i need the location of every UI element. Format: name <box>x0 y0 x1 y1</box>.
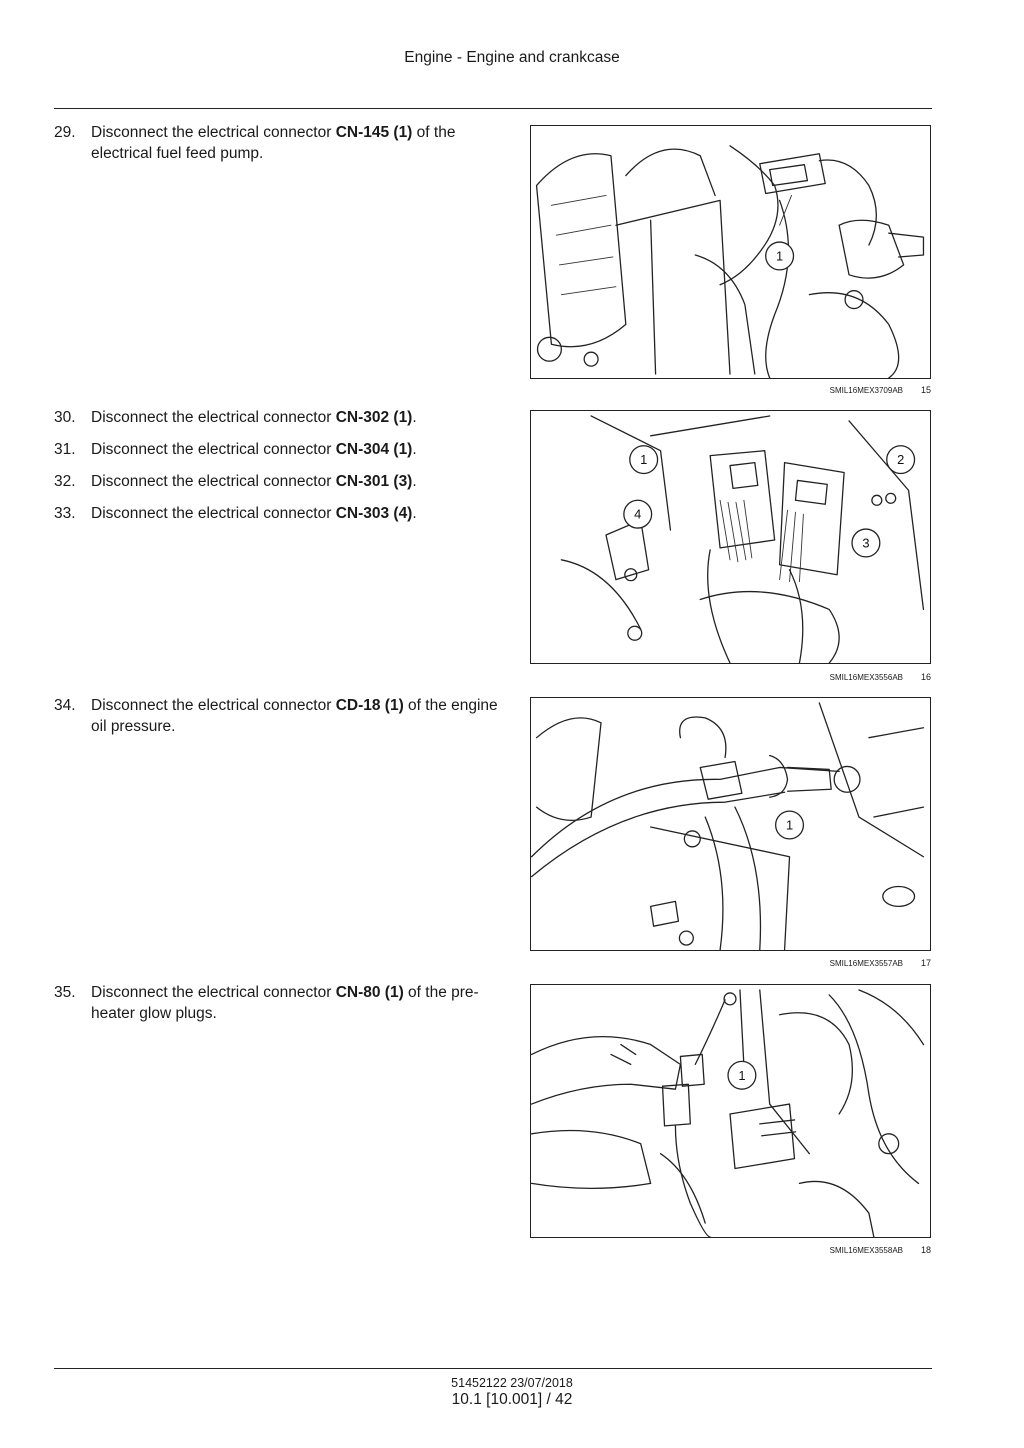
svg-text:1: 1 <box>640 452 647 467</box>
figure-ref-code: SMIL16MEX3558AB <box>829 1246 903 1255</box>
figure-ref-code: SMIL16MEX3556AB <box>829 673 903 682</box>
figure-15-illustration: 1 <box>535 145 925 378</box>
figure-number: 16 <box>920 672 931 682</box>
callout-2: 2 <box>886 445 916 475</box>
connector-code: CN-145 (1) <box>335 124 413 141</box>
figure-17-caption: SMIL16MEX3557AB 17 <box>530 958 931 968</box>
figure-16-ecu-connectors: 1 2 4 3 <box>530 410 931 664</box>
figure-number: 17 <box>920 958 931 968</box>
step-text: Disconnect the electrical connector CN-3… <box>91 441 417 458</box>
callout-4: 4 <box>623 499 653 529</box>
svg-text:1: 1 <box>738 1068 745 1083</box>
header-rule <box>54 108 932 109</box>
step-text: Disconnect the electrical connector CN-3… <box>91 505 417 522</box>
footer-page-number: 10.1 [10.001] / 42 <box>451 1391 573 1408</box>
connector-code: CD-18 (1) <box>335 697 404 714</box>
step-number: 30. <box>54 409 76 426</box>
figure-ref-code: SMIL16MEX3709AB <box>829 386 903 395</box>
step-text: Disconnect the electrical connector CN-3… <box>91 409 417 426</box>
callout-3: 3 <box>851 528 881 558</box>
callout-1: 1 <box>774 810 805 840</box>
figure-16-illustration: 1 2 4 3 <box>560 415 925 663</box>
figure-15-caption: SMIL16MEX3709AB 15 <box>530 385 931 395</box>
footer-rule <box>54 1368 932 1369</box>
step-32: 32. Disconnect the electrical connector … <box>54 471 499 492</box>
figure-18-caption: SMIL16MEX3558AB 18 <box>530 1245 931 1255</box>
figure-17-oil-pressure-connector: 1 <box>530 697 931 951</box>
step-34: 34. Disconnect the electrical connector … <box>54 695 499 737</box>
step-33: 33. Disconnect the electrical connector … <box>54 503 499 524</box>
svg-text:1: 1 <box>776 248 783 263</box>
figure-ref-code: SMIL16MEX3557AB <box>829 959 903 968</box>
step-text: Disconnect the electrical connector CN-1… <box>91 124 456 162</box>
figure-number: 15 <box>920 385 931 395</box>
svg-text:4: 4 <box>634 507 641 522</box>
figure-16-caption: SMIL16MEX3556AB 16 <box>530 672 931 682</box>
step-number: 33. <box>54 505 76 522</box>
step-31: 31. Disconnect the electrical connector … <box>54 439 499 460</box>
step-number: 29. <box>54 124 76 141</box>
connector-code: CN-302 (1) <box>335 409 413 426</box>
connector-code: CN-301 (3) <box>335 473 413 490</box>
step-text: Disconnect the electrical connector CN-8… <box>91 984 479 1022</box>
page-header: Engine - Engine and crankcase <box>404 49 620 66</box>
step-number: 34. <box>54 697 76 714</box>
figure-15-fuel-pump-connector: 1 <box>530 125 931 379</box>
svg-text:3: 3 <box>862 535 869 550</box>
connector-code: CN-304 (1) <box>335 441 413 458</box>
step-number: 31. <box>54 441 76 458</box>
step-text: Disconnect the electrical connector CN-3… <box>91 473 417 490</box>
connector-code: CN-80 (1) <box>335 984 404 1001</box>
figure-number: 18 <box>920 1245 931 1255</box>
step-number: 32. <box>54 473 76 490</box>
figure-17-illustration: 1 <box>531 702 925 950</box>
figure-18-glow-plug-connector: 1 <box>530 984 931 1238</box>
figure-18-illustration: 1 <box>531 989 925 1237</box>
footer-document-id: 51452122 23/07/2018 <box>451 1376 573 1390</box>
callout-1: 1 <box>765 241 795 271</box>
callout-1: 1 <box>629 445 659 475</box>
svg-text:1: 1 <box>786 817 793 832</box>
step-29: 29. Disconnect the electrical connector … <box>54 122 499 164</box>
step-number: 35. <box>54 984 76 1001</box>
callout-1: 1 <box>727 1060 757 1090</box>
step-30: 30. Disconnect the electrical connector … <box>54 407 499 428</box>
step-35: 35. Disconnect the electrical connector … <box>54 982 499 1024</box>
svg-text:2: 2 <box>897 452 904 467</box>
connector-code: CN-303 (4) <box>335 505 413 522</box>
step-text: Disconnect the electrical connector CD-1… <box>91 697 498 735</box>
